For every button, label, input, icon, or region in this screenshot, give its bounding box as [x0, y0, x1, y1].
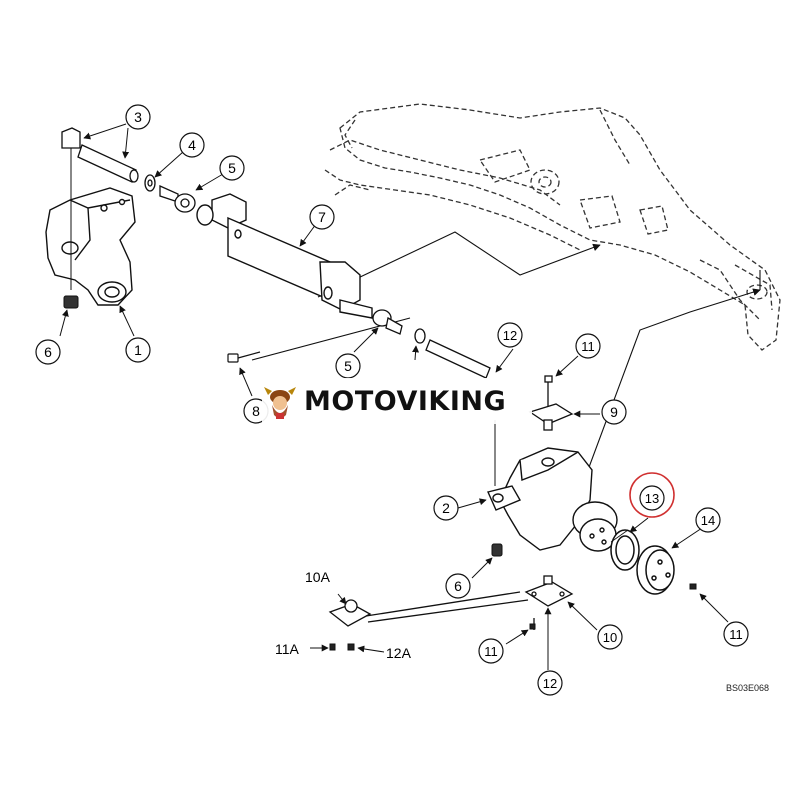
callout-label-2: 2 [433, 495, 459, 521]
part-pivot-cap-10 [524, 575, 574, 630]
callout-label-3: 3 [125, 104, 151, 130]
svg-text:11: 11 [729, 627, 743, 642]
callout-label-11-lower: 11 [478, 638, 504, 664]
part-left-knuckle [45, 187, 136, 306]
label-12A: 12A [386, 645, 412, 661]
callout-label-11-right: 11 [723, 621, 749, 647]
svg-text:8: 8 [252, 403, 260, 419]
callout-label-5-lower: 5 [335, 353, 361, 379]
svg-text:5: 5 [344, 358, 352, 374]
part-washer-4 [144, 174, 156, 192]
part-cover-14 [636, 545, 675, 595]
svg-text:9: 9 [610, 404, 618, 420]
svg-text:13: 13 [645, 491, 659, 506]
part-washer-pin-lower [414, 328, 491, 379]
svg-text:4: 4 [188, 137, 196, 153]
part-steering-cylinder [196, 193, 373, 319]
watermark-banner: MOTOVIKING [262, 378, 532, 424]
callout-label-9: 9 [601, 399, 627, 425]
part-pin-3 [61, 127, 139, 290]
part-pivot-cap-10A [328, 591, 529, 627]
part-bolt-8 [227, 351, 261, 363]
svg-text:3: 3 [134, 109, 142, 125]
part-seal-13 [610, 529, 640, 571]
callout-label-13: 13 [629, 472, 675, 518]
axle-housing [324, 103, 781, 351]
part-right-knuckle [487, 447, 618, 552]
svg-text:6: 6 [454, 578, 462, 594]
svg-text:11: 11 [484, 644, 498, 659]
svg-text:1: 1 [134, 342, 142, 358]
callout-label-14: 14 [695, 507, 721, 533]
part-tie-rod-end-5-lower [372, 309, 403, 335]
callout-label-10: 10 [597, 624, 623, 650]
callout-label-12-upper: 12 [497, 322, 523, 348]
reference-code: BS03E068 [726, 683, 770, 693]
callout-label-12-lower: 12 [537, 670, 563, 696]
callout-label-7: 7 [309, 204, 335, 230]
callout-arrows [59, 123, 729, 670]
svg-text:11: 11 [581, 339, 595, 354]
callout-label-1: 1 [125, 337, 151, 363]
svg-text:12: 12 [543, 676, 557, 691]
svg-text:2: 2 [442, 500, 450, 516]
part-pivot-cap-9 [528, 375, 574, 431]
svg-text:10: 10 [603, 630, 617, 645]
callout-label-6-right: 6 [445, 573, 471, 599]
highlight-ring-13 [629, 472, 675, 518]
callout-label-5-upper: 5 [219, 155, 245, 181]
part-tie-rod-end-5-upper [159, 184, 196, 213]
label-11A: 11A [275, 641, 300, 657]
callout-label-11-upper: 11 [575, 333, 601, 359]
callout-label-4: 4 [179, 132, 205, 158]
part-nut-6-left [63, 295, 79, 309]
svg-text:6: 6 [44, 344, 52, 360]
label-10A: 10A [305, 569, 331, 585]
part-nut-6-right [491, 543, 503, 557]
svg-text:5: 5 [228, 160, 236, 176]
svg-text:12: 12 [503, 328, 517, 343]
viking-logo-icon [264, 387, 296, 419]
watermark-text: MOTOVIKING [304, 385, 507, 417]
callout-label-6-left: 6 [35, 339, 61, 365]
svg-text:14: 14 [701, 513, 715, 528]
svg-text:7: 7 [318, 209, 326, 225]
part-small-bolts [329, 583, 697, 651]
